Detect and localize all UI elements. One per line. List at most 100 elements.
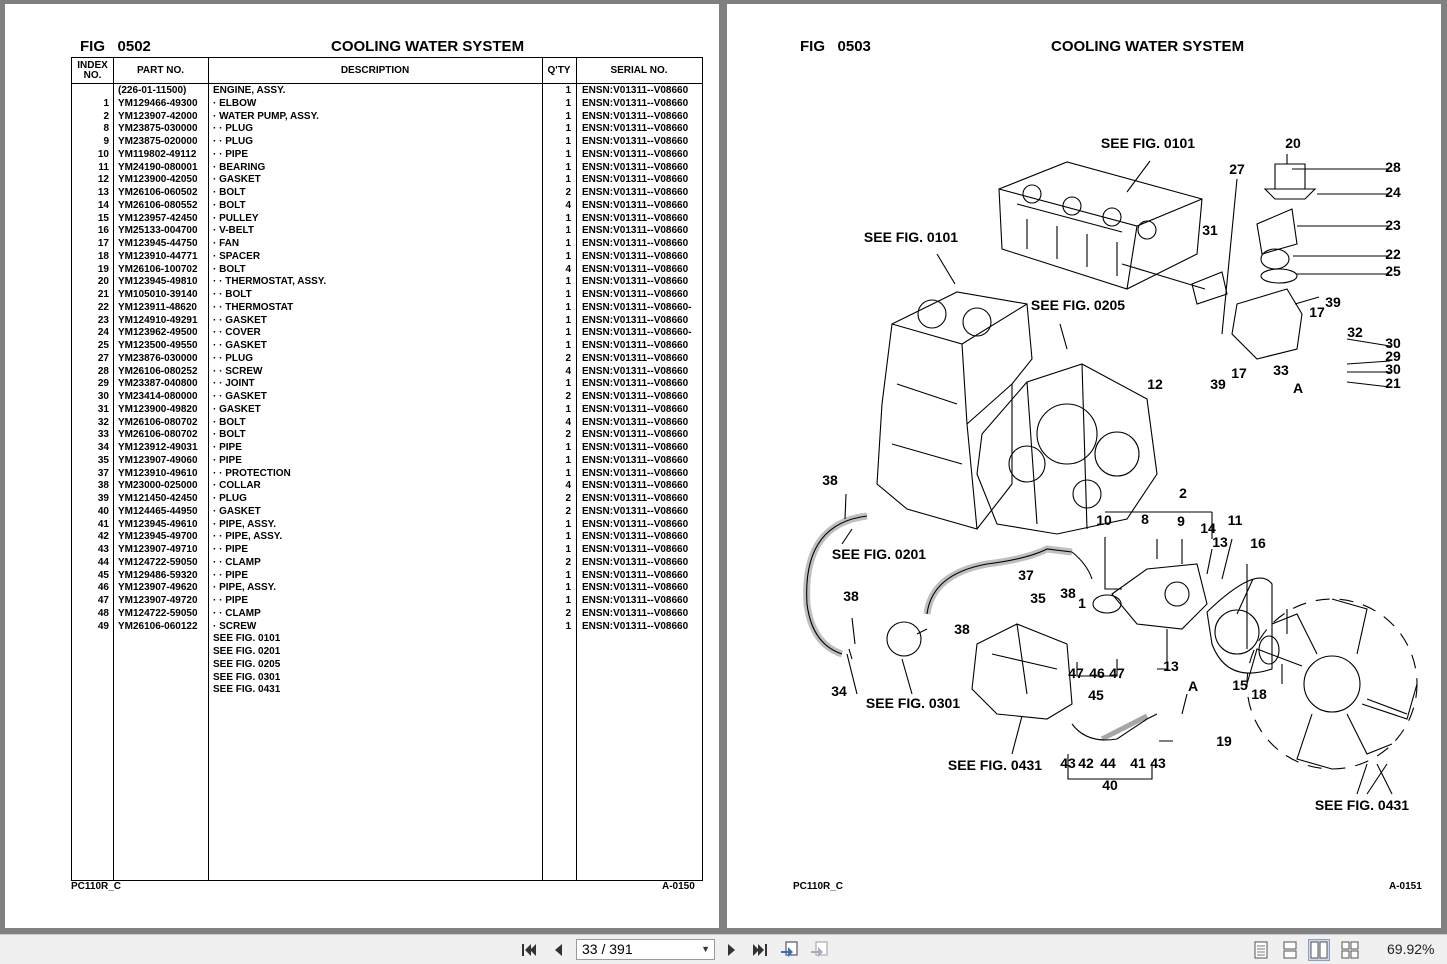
qty-cell: 4 (565, 199, 571, 211)
description-cell: · SPACER (213, 250, 261, 262)
description-cell: · ELBOW (213, 97, 257, 109)
index-cell: 45 (97, 569, 109, 581)
first-page-icon[interactable] (518, 939, 540, 961)
thermostat-gasket-drawing (1260, 268, 1298, 284)
qty-cell: 4 (565, 263, 571, 275)
page-number-input[interactable]: 33 / 391 ▼ (576, 939, 715, 960)
description-cell: ENGINE, ASSY. (213, 85, 286, 96)
part-index-label: 30 (1385, 361, 1401, 377)
description-cell: · · PLUG (213, 352, 253, 364)
cylinder-bore-drawing (917, 299, 947, 329)
qty-cell: 1 (565, 582, 571, 594)
serial-number-cell: ENSN:V01311--V08660 (582, 467, 689, 479)
part-index-label: 14 (1200, 520, 1216, 536)
description-cell: · PIPE (213, 454, 242, 466)
fan-blade-drawing (1246, 598, 1418, 770)
description-cell: · · GASKET (213, 391, 267, 402)
go-forward-icon[interactable] (809, 939, 831, 961)
part-number-cell: YM123900-42050 (118, 174, 198, 186)
qty-cell: 2 (565, 607, 571, 619)
serial-number-cell: ENSN:V01311--V08660 (582, 110, 689, 122)
part-index-label: 27 (1229, 161, 1245, 177)
qty-cell: 1 (565, 327, 571, 339)
viewer-toolbar: 33 / 391 ▼ 69.92% (0, 934, 1447, 964)
header-serial-no: SERIAL NO. (610, 64, 668, 76)
facing-pages-view-icon[interactable] (1308, 939, 1330, 961)
part-number-cell: YM121450-42450 (118, 493, 198, 504)
qty-cell: 1 (565, 595, 571, 606)
description-cell: · · PIPE (213, 544, 249, 555)
prev-page-icon[interactable] (547, 939, 569, 961)
footer-page-number: A-0150 (662, 881, 695, 892)
part-index-label: 8 (1141, 511, 1149, 527)
part-number-cell: YM25133-004700 (118, 225, 198, 237)
part-number-cell: YM123945-49810 (118, 276, 198, 288)
part-index-label: 45 (1088, 687, 1104, 703)
description-cell: · BOLT (213, 263, 246, 275)
part-number-cell: YM123945-49700 (118, 531, 198, 543)
description-cell: · · THERMOSTAT (213, 301, 294, 313)
serial-number-cell: ENSN:V01311--V08660 (582, 174, 689, 186)
oil-cooler-drawing (848, 628, 928, 660)
description-cell: · GASKET (213, 505, 261, 517)
leader-lines (1067, 659, 1188, 780)
go-back-icon[interactable] (779, 939, 801, 961)
continuous-facing-view-icon[interactable] (1339, 939, 1361, 961)
part-index-label: 17 (1309, 304, 1325, 320)
part-number-cell: YM26106-060122 (118, 620, 198, 632)
description-cell: · · CLAMP (213, 556, 261, 568)
next-page-icon[interactable] (721, 939, 743, 961)
see-fig-callout: SEE FIG. 0431 (948, 757, 1042, 773)
pipe-assembly-drawing (1100, 713, 1149, 742)
part-index-label: 25 (1385, 263, 1401, 279)
qty-cell: 1 (565, 620, 571, 632)
description-cell: · · PIPE, ASSY. (213, 531, 283, 543)
qty-cell: 4 (565, 480, 571, 492)
serial-number-cell: ENSN:V01311--V08660 (582, 595, 689, 606)
qty-cell: 1 (565, 569, 571, 581)
part-index-label: 35 (1030, 590, 1046, 606)
part-index-label: 12 (1147, 376, 1163, 392)
chevron-down-icon[interactable]: ▼ (701, 944, 710, 954)
description-cell: · · THERMOSTAT, ASSY. (213, 276, 327, 288)
qty-cell: 1 (565, 97, 571, 109)
description-cell: · SCREW (213, 620, 257, 632)
serial-number-cell: ENSN:V01311--V08660- (582, 301, 692, 313)
column-divider (208, 58, 209, 880)
column-divider (576, 58, 577, 880)
oil-cooler-drawing (886, 621, 922, 657)
header-qty: Q'TY (547, 64, 571, 76)
last-page-icon[interactable] (749, 939, 771, 961)
page-title: COOLING WATER SYSTEM (1051, 38, 1245, 55)
continuous-view-icon[interactable] (1279, 939, 1301, 961)
qty-cell: 1 (565, 454, 571, 466)
part-number-cell: YM123907-42000 (118, 110, 198, 122)
single-page-view-icon[interactable] (1250, 939, 1272, 961)
qty-cell: 1 (565, 161, 571, 173)
qty-cell: 2 (565, 391, 571, 402)
part-index-label: 42 (1078, 755, 1094, 771)
zoom-level[interactable]: 69.92% (1387, 941, 1435, 957)
serial-number-cell: ENSN:V01311--V08660 (582, 442, 689, 453)
part-number-cell: (226-01-11500) (118, 85, 187, 96)
serial-number-cell: ENSN:V01311--V08660 (582, 365, 689, 377)
description-cell: · · PLUG (213, 123, 253, 135)
impeller-drawing (1164, 581, 1190, 607)
description-cell: · BEARING (213, 161, 266, 173)
part-number-cell: YM23875-020000 (118, 136, 198, 147)
index-cell: 44 (97, 556, 109, 568)
description-cell: · · BOLT (213, 289, 252, 300)
index-cell: 1 (103, 97, 109, 109)
table-row: SEE FIG. 0431 (72, 684, 702, 697)
description-cell: · · PLUG (213, 136, 253, 147)
column-divider (542, 58, 543, 880)
